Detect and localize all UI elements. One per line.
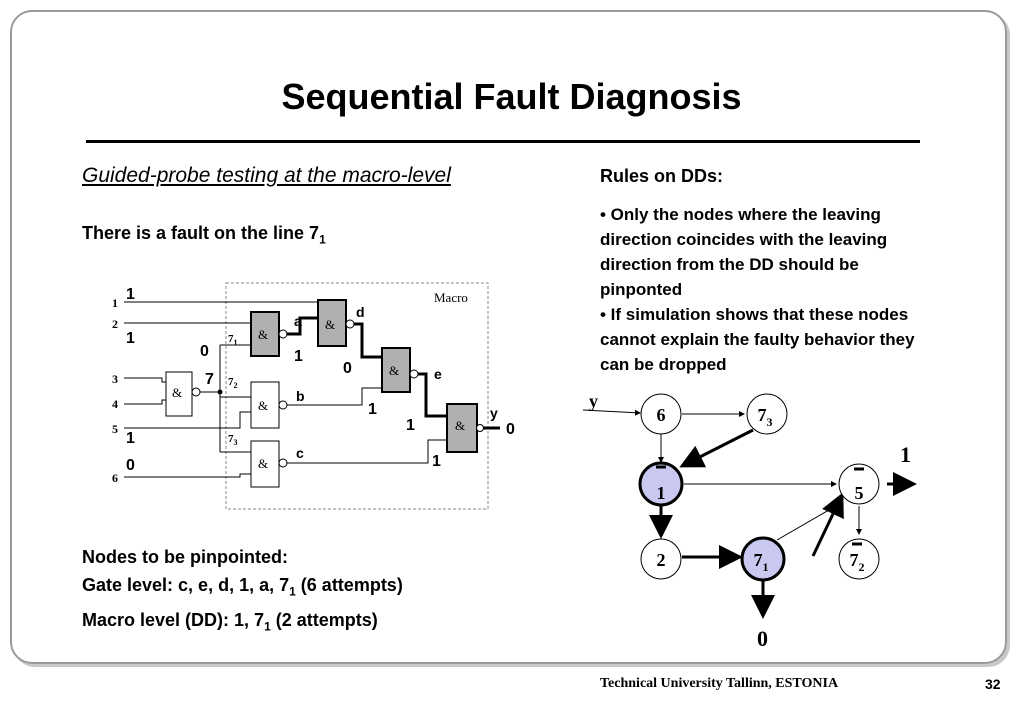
input-label-3: 3 xyxy=(112,372,118,386)
gate-level-tail: (6 attempts) xyxy=(295,575,403,595)
dd-terminal-0: 0 xyxy=(757,626,768,651)
svg-text:1: 1 xyxy=(657,483,666,503)
svg-text:71: 71 xyxy=(754,550,769,574)
dd-node-7-3: 73 xyxy=(746,393,788,435)
value-in2: 1 xyxy=(126,330,135,347)
gate-e: & xyxy=(381,347,419,393)
dd-node-7-1: 71 xyxy=(740,536,786,582)
svg-text:&: & xyxy=(455,418,465,433)
input-label-4: 4 xyxy=(112,397,118,411)
svg-text:&: & xyxy=(389,363,399,378)
svg-text:&: & xyxy=(258,456,268,471)
gate-a: & xyxy=(250,311,288,357)
svg-text:&: & xyxy=(325,317,335,332)
macro-level-line: Macro level (DD): 1, 71 (2 attempts) xyxy=(82,606,403,641)
subtitle: Guided-probe testing at the macro-level xyxy=(82,164,451,187)
value-in5: 1 xyxy=(126,430,135,447)
dd-node-6: 6 xyxy=(640,393,682,435)
dd-node-1: 1 xyxy=(638,461,684,507)
dd-input-label: y xyxy=(589,391,598,411)
title-divider xyxy=(86,140,920,143)
nodes-heading: Nodes to be pinpointed: xyxy=(82,547,288,567)
value-in6: 0 xyxy=(126,457,135,474)
value-d-in: 0 xyxy=(343,360,352,377)
value-c: 1 xyxy=(432,453,441,470)
svg-text:&: & xyxy=(258,327,268,342)
gate-level-text: Gate level: c, e, d, 1, a, 7 xyxy=(82,575,290,595)
value-a: 1 xyxy=(294,348,303,365)
value-in1: 1 xyxy=(126,286,135,303)
svg-text:72: 72 xyxy=(850,550,865,574)
fault-statement: There is a fault on the line 71 xyxy=(82,223,326,247)
value-b: 1 xyxy=(368,401,377,418)
page-number: 32 xyxy=(985,676,1001,692)
gate-y: & xyxy=(446,403,484,453)
rules-title: Rules on DDs: xyxy=(600,166,724,186)
macro-label: Macro xyxy=(434,290,468,305)
svg-text:&: & xyxy=(258,398,268,413)
macro-level-text: Macro level (DD): 1, 7 xyxy=(82,609,265,630)
rule-item: • If simulation shows that these nodes c… xyxy=(600,305,915,374)
rules-list: • Only the nodes where the leaving direc… xyxy=(600,202,940,377)
branch-7-1-label: 71 xyxy=(228,333,238,347)
footer-text: Technical University Tallinn, ESTONIA xyxy=(600,676,839,691)
macro-level-sub: 1 xyxy=(264,619,271,634)
branch-7-3-label: 73 xyxy=(228,433,238,447)
gate-c: & xyxy=(250,440,288,488)
gate-level-sub: 1 xyxy=(289,584,296,599)
svg-text:73: 73 xyxy=(758,405,773,429)
input-label-5: 5 xyxy=(112,422,118,436)
rule-item: • Only the nodes where the leaving direc… xyxy=(600,205,888,299)
value-line7-label: 7 xyxy=(205,371,214,388)
macro-level-tail: (2 attempts) xyxy=(270,609,378,630)
dd-node-5: 5 xyxy=(838,463,880,505)
gate-d: & xyxy=(317,299,355,347)
svg-text:5: 5 xyxy=(855,483,864,503)
dd-node-7-2: 72 xyxy=(838,538,880,580)
gate-b: & xyxy=(250,381,288,429)
svg-text:6: 6 xyxy=(657,405,666,425)
signal-b: b xyxy=(296,388,305,404)
input-label-1: 1 xyxy=(112,296,118,310)
gate-input-and: & xyxy=(165,371,201,417)
signal-c: c xyxy=(296,445,304,461)
signal-a: a xyxy=(294,313,302,329)
signal-e: e xyxy=(434,366,442,382)
input-label-2: 2 xyxy=(112,317,118,331)
fault-statement-sub: 1 xyxy=(319,232,326,247)
pinpoint-summary: Nodes to be pinpointed: Gate level: c, e… xyxy=(82,543,403,640)
svg-text:&: & xyxy=(172,385,182,400)
gate-level-line: Gate level: c, e, d, 1, a, 71 (6 attempt… xyxy=(82,571,403,606)
value-line7: 0 xyxy=(200,343,209,360)
input-label-6: 6 xyxy=(112,471,118,485)
value-y: 0 xyxy=(506,421,515,438)
slide-frame xyxy=(10,10,1007,664)
svg-text:2: 2 xyxy=(657,550,666,570)
signal-y: y xyxy=(490,405,498,421)
macro-box xyxy=(225,282,489,510)
signal-d: d xyxy=(356,304,365,320)
slide-title: Sequential Fault Diagnosis xyxy=(281,76,742,117)
dd-node-2: 2 xyxy=(640,538,682,580)
value-e-in: 1 xyxy=(406,417,415,434)
fault-statement-text: There is a fault on the line 7 xyxy=(82,223,320,243)
branch-7-2-label: 72 xyxy=(228,376,238,390)
dd-terminal-1: 1 xyxy=(900,442,911,467)
